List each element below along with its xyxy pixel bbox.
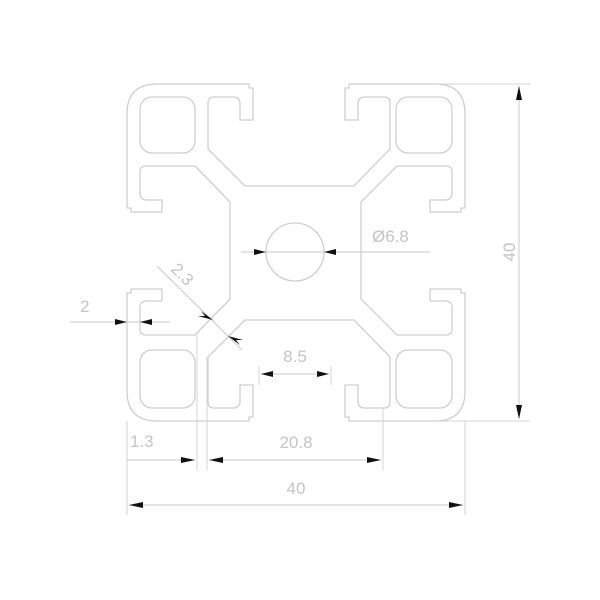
arrowhead-icon <box>516 405 522 419</box>
arrowhead-icon <box>367 457 381 463</box>
arrowhead-icon <box>324 249 336 255</box>
slot-opening-label: 8.5 <box>283 347 307 366</box>
arrowhead-icon <box>129 502 143 508</box>
dimension-overall-height: 40 <box>435 83 530 422</box>
arrowhead-icon <box>198 311 213 320</box>
arrowhead-icon <box>140 319 152 325</box>
dimension-overall-width: 40 <box>126 421 466 515</box>
slot-inner-width-label: 20.8 <box>279 433 312 452</box>
height-label: 40 <box>500 243 519 262</box>
dimension-center-hole: Ø6.8 <box>241 227 430 255</box>
dimension-lip-thickness: 2 <box>70 297 170 325</box>
arrowhead-icon <box>516 86 522 100</box>
wall-offset-label: 1.3 <box>130 432 154 451</box>
arrowhead-icon <box>254 249 266 255</box>
cavity-bottom-right <box>395 349 453 409</box>
arrowhead-icon <box>261 371 273 377</box>
cavity-top-right <box>395 96 453 154</box>
arrowhead-icon <box>115 319 127 325</box>
dimension-slot-inner-width: 20.8 <box>196 335 384 470</box>
cavity-top-left <box>139 96 196 154</box>
dimension-wall-offset: 1.3 <box>127 432 195 463</box>
arrowhead-icon <box>449 502 463 508</box>
web-thickness-label: 2.3 <box>167 259 197 289</box>
dimension-slot-opening: 8.5 <box>258 347 332 385</box>
arrowhead-icon <box>209 457 223 463</box>
lip-thickness-label: 2 <box>80 297 89 316</box>
arrowhead-icon <box>228 336 243 345</box>
arrowhead-icon <box>181 457 195 463</box>
cavity-bottom-left <box>139 349 196 409</box>
center-hole-label: Ø6.8 <box>372 227 409 246</box>
width-label: 40 <box>287 479 306 498</box>
arrowhead-icon <box>317 371 329 377</box>
